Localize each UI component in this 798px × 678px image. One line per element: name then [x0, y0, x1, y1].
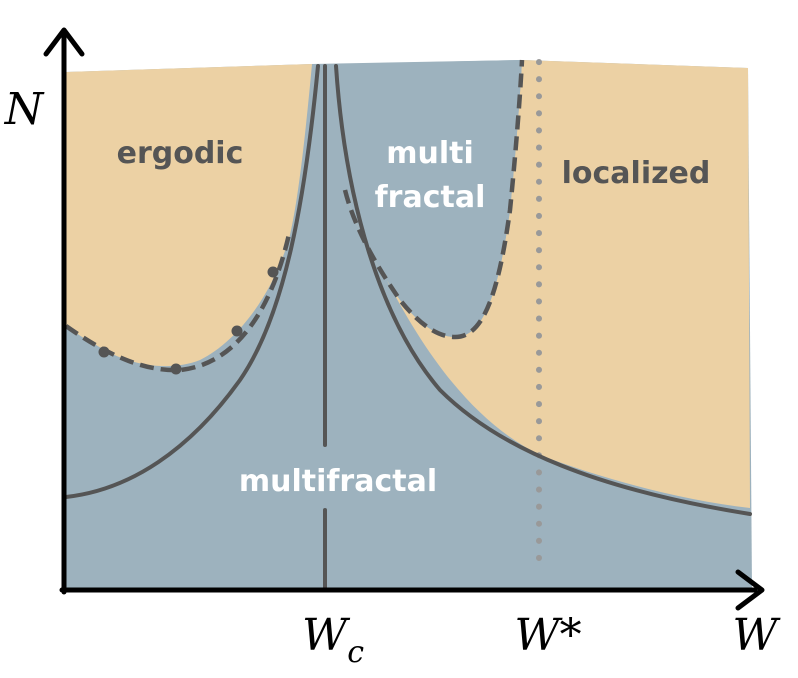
- tick-label-wc: Wc: [302, 610, 364, 670]
- localized-region: [345, 60, 750, 508]
- boundary-dot: [98, 346, 110, 358]
- ergodic-label: ergodic: [117, 136, 244, 171]
- tick-label-w-star: W*: [514, 610, 581, 661]
- x-axis-arrowhead: [735, 569, 765, 611]
- y-axis-label: N: [4, 84, 45, 135]
- upper-multifractal-region: [338, 60, 522, 337]
- multi-upper-label-line2: fractal: [375, 180, 486, 215]
- boundary-dot: [267, 266, 279, 278]
- y-axis-arrowhead: [43, 27, 85, 57]
- multifractal-lower-label: multifractal: [239, 464, 437, 499]
- right-dashed-boundary: [342, 59, 525, 340]
- localized-label: localized: [562, 156, 711, 191]
- right-solid-boundary: [334, 64, 752, 516]
- x-axis-label: W: [732, 610, 781, 661]
- multi-upper-label-line1: multi: [386, 136, 474, 171]
- boundary-dot: [231, 325, 243, 337]
- boundary-dot: [170, 363, 182, 375]
- left-solid-boundary: [64, 64, 320, 499]
- ergodic-region: [66, 64, 312, 367]
